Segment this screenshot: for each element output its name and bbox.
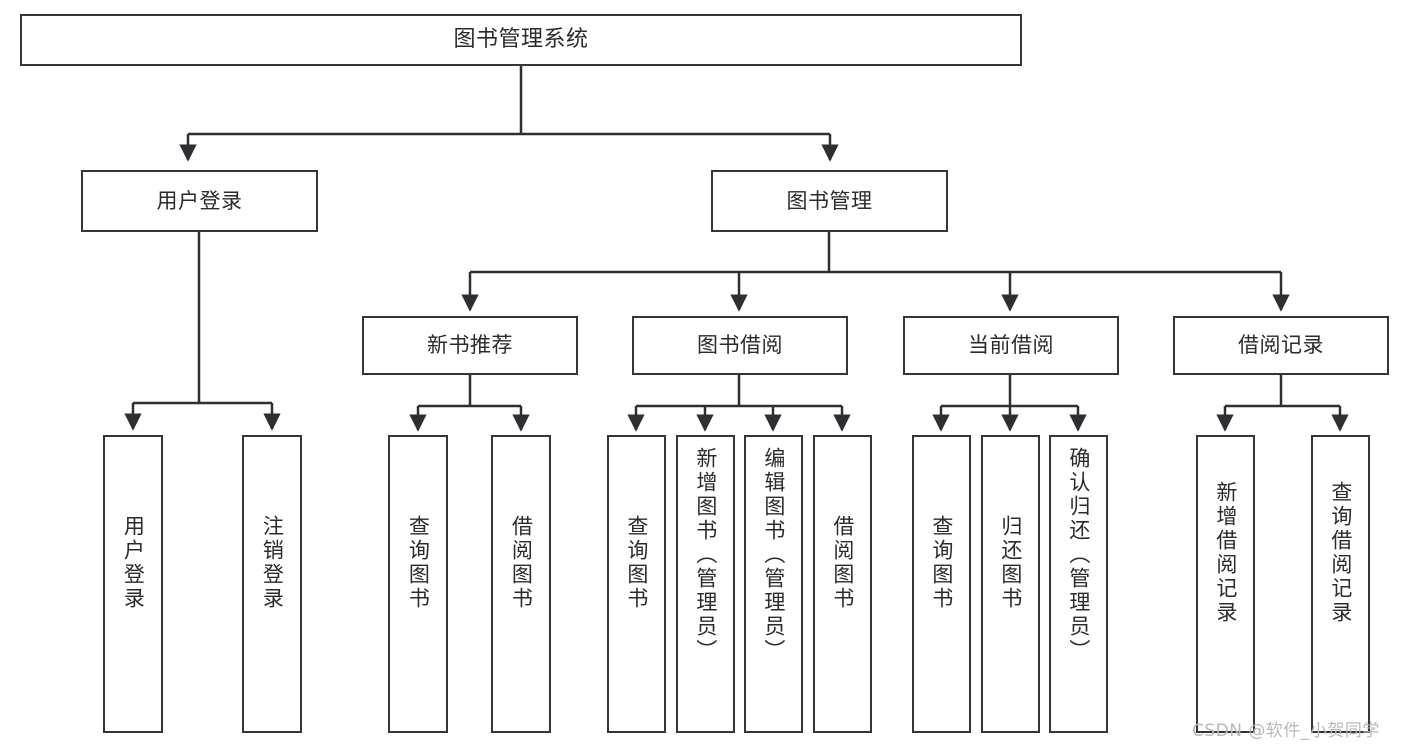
leaf-borrow-record-add-record[interactable]: 新增借阅记录 xyxy=(1196,435,1255,733)
node-label: 查询借阅记录 xyxy=(1328,481,1353,625)
node-label: 注销登录 xyxy=(260,515,285,611)
node-label: 确认归还（管理员） xyxy=(1066,447,1091,663)
leaf-book-borrow-borrow-book[interactable]: 借阅图书 xyxy=(813,435,872,733)
node-new-book-recommend[interactable]: 新书推荐 xyxy=(362,316,578,375)
node-label: 查询图书 xyxy=(929,515,954,611)
leaf-book-borrow-add-book-admin[interactable]: 新增图书（管理员） xyxy=(676,435,735,733)
node-label: 新增图书（管理员） xyxy=(693,447,718,663)
node-label: 归还图书 xyxy=(998,515,1023,611)
leaf-current-borrow-return-book[interactable]: 归还图书 xyxy=(981,435,1040,733)
node-label: 查询图书 xyxy=(624,515,649,611)
node-user-login[interactable]: 用户登录 xyxy=(81,170,318,232)
node-label: 编辑图书（管理员） xyxy=(761,447,786,663)
node-book-borrow[interactable]: 图书借阅 xyxy=(632,316,848,375)
node-label: 借阅记录 xyxy=(1238,333,1324,358)
node-label: 查询图书 xyxy=(406,515,431,611)
node-borrow-record[interactable]: 借阅记录 xyxy=(1173,316,1389,375)
node-root-system[interactable]: 图书管理系统 xyxy=(20,14,1022,66)
node-label: 借阅图书 xyxy=(509,515,534,611)
node-label: 借阅图书 xyxy=(830,515,855,611)
leaf-new-book-borrow-book[interactable]: 借阅图书 xyxy=(491,435,551,733)
node-label: 用户登录 xyxy=(156,188,243,213)
csdn-watermark: CSDN @软件_小贺同学 xyxy=(1192,721,1380,741)
node-label: 图书管理系统 xyxy=(453,27,589,53)
leaf-borrow-record-query-record[interactable]: 查询借阅记录 xyxy=(1311,435,1370,733)
node-book-management[interactable]: 图书管理 xyxy=(711,170,948,232)
node-current-borrow[interactable]: 当前借阅 xyxy=(903,316,1119,375)
leaf-current-borrow-confirm-return-admin[interactable]: 确认归还（管理员） xyxy=(1049,435,1108,733)
node-label: 用户登录 xyxy=(121,515,146,611)
leaf-current-borrow-query-book[interactable]: 查询图书 xyxy=(912,435,971,733)
leaf-new-book-query-book[interactable]: 查询图书 xyxy=(388,435,448,733)
leaf-book-borrow-edit-book-admin[interactable]: 编辑图书（管理员） xyxy=(744,435,803,733)
node-label: 新书推荐 xyxy=(427,333,513,358)
leaf-book-borrow-query-book[interactable]: 查询图书 xyxy=(607,435,666,733)
leaf-user-login-login[interactable]: 用户登录 xyxy=(103,435,163,733)
node-label: 新增借阅记录 xyxy=(1213,481,1238,625)
node-label: 当前借阅 xyxy=(968,333,1054,358)
node-label: 图书借阅 xyxy=(697,333,783,358)
leaf-user-login-logout[interactable]: 注销登录 xyxy=(242,435,302,733)
node-label: 图书管理 xyxy=(786,188,873,213)
